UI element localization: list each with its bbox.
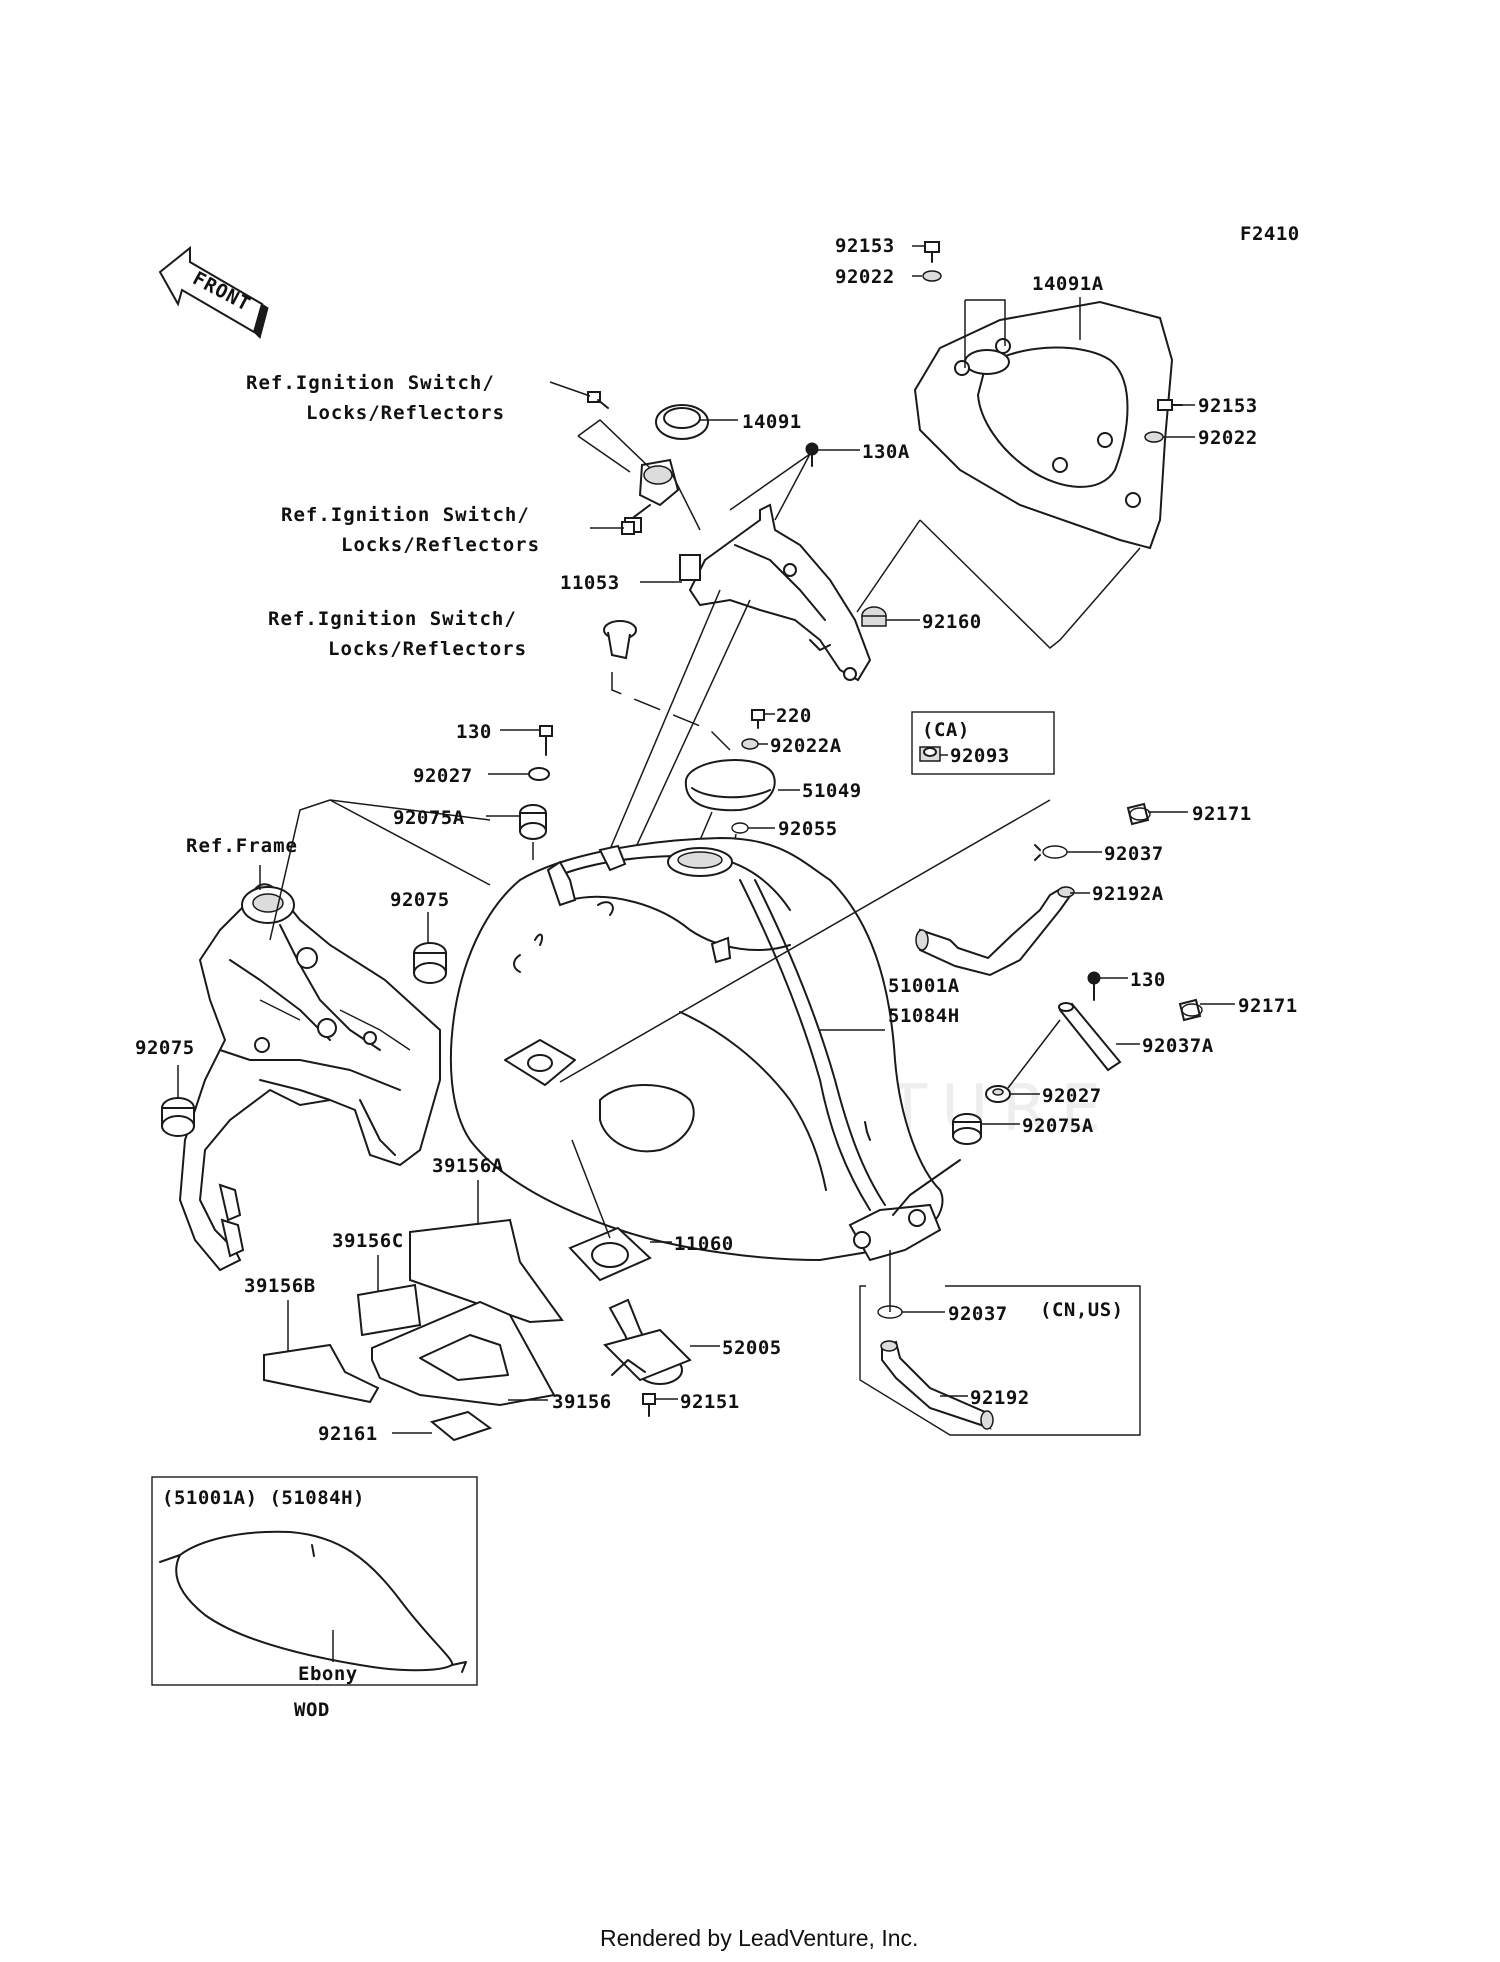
label-92027-right: 92027 <box>1042 1085 1102 1107</box>
damper-92075-mid-icon <box>413 942 447 984</box>
label-92161: 92161 <box>318 1423 378 1445</box>
label-14091: 14091 <box>742 411 802 433</box>
front-arrow-icon: FRONT <box>158 245 269 339</box>
label-92151: 92151 <box>680 1391 740 1413</box>
label-cn-us: (CN,US) <box>1040 1299 1124 1321</box>
label-14091A: 14091A <box>1032 273 1104 295</box>
pad-39156A <box>409 1218 564 1324</box>
bolt-130-right-icon <box>1087 971 1101 1001</box>
label-92022-right: 92022 <box>1198 427 1258 449</box>
label-92171-top: 92171 <box>1192 803 1252 825</box>
bracket-11053 <box>679 503 872 682</box>
nut-92093-icon <box>919 746 941 762</box>
label-52005: 52005 <box>722 1337 782 1359</box>
label-92037A: 92037A <box>1142 1035 1214 1057</box>
label-11060: 11060 <box>674 1233 734 1255</box>
ref-ignition-1-line2: Locks/Reflectors <box>306 402 505 424</box>
ca-variant-box <box>911 711 1055 775</box>
label-92192: 92192 <box>970 1387 1030 1409</box>
label-92055: 92055 <box>778 818 838 840</box>
label-92037-bottom: 92037 <box>948 1303 1008 1325</box>
label-11053: 11053 <box>560 572 620 594</box>
inset-tank-ebony <box>159 1530 467 1673</box>
ignition-switch-icon <box>624 458 680 533</box>
ref-ignition-1-line1: Ref.Ignition Switch/ <box>246 372 495 394</box>
tube-92037A <box>1058 1002 1122 1072</box>
label-51084H: 51084H <box>888 1005 960 1027</box>
pad-39156B <box>263 1343 380 1404</box>
label-92022A: 92022A <box>770 735 842 757</box>
inset-code-label: WOD <box>294 1699 330 1721</box>
label-39156B: 39156B <box>244 1275 316 1297</box>
label-ca: (CA) <box>922 719 970 741</box>
label-92093: 92093 <box>950 745 1010 767</box>
label-39156A: 39156A <box>432 1155 504 1177</box>
ref-ignition-3-line2: Locks/Reflectors <box>328 638 527 660</box>
ref-frame: Ref.Frame <box>186 835 298 857</box>
label-92075A-left: 92075A <box>393 807 465 829</box>
label-92027-left: 92027 <box>413 765 473 787</box>
ignition-cover-14091 <box>655 404 709 440</box>
washer-92022A-icon <box>741 738 759 750</box>
fuel-cap-51049 <box>684 759 776 812</box>
label-92075-mid: 92075 <box>390 889 450 911</box>
hose-92192 <box>880 1340 994 1430</box>
plug-icon <box>603 620 637 660</box>
bolt-130A-icon <box>805 442 819 467</box>
label-130A: 130A <box>862 441 910 463</box>
fuel-tank-51001A <box>449 836 961 1262</box>
pad-39156 <box>371 1300 556 1407</box>
pad-92161 <box>429 1410 493 1442</box>
label-92022-top: 92022 <box>835 266 895 288</box>
label-130-left: 130 <box>456 721 492 743</box>
cover-14091A <box>913 300 1174 550</box>
grommet-92160-icon <box>861 606 887 627</box>
footer-credit: Rendered by LeadVenture, Inc. <box>600 1925 918 1951</box>
collar-92027-right-icon <box>985 1085 1011 1103</box>
fuel-pump-52005 <box>603 1298 692 1385</box>
bolt-130-icon <box>539 725 553 756</box>
variant-inset-box <box>151 1476 478 1686</box>
label-92160: 92160 <box>922 611 982 633</box>
label-92192A: 92192A <box>1092 883 1164 905</box>
frame <box>178 883 441 1272</box>
damper-92075A-icon <box>519 804 547 840</box>
label-51001A: 51001A <box>888 975 960 997</box>
ref-ignition-2-line1: Ref.Ignition Switch/ <box>281 504 530 526</box>
label-92171-right: 92171 <box>1238 995 1298 1017</box>
label-39156: 39156 <box>552 1391 612 1413</box>
collar-92027-icon <box>528 767 550 781</box>
label-92153-right: 92153 <box>1198 395 1258 417</box>
ref-ignition-3-line1: Ref.Ignition Switch/ <box>268 608 517 630</box>
clip-92171-right-icon <box>1178 998 1203 1022</box>
figure-code: F2410 <box>1240 223 1300 245</box>
damper-92075A-right-icon <box>952 1113 982 1145</box>
inset-color-label: Ebony <box>298 1663 358 1685</box>
bolt-icon <box>1144 399 1183 443</box>
clip-92037-icon <box>1034 844 1068 861</box>
bolt-icon <box>587 391 609 409</box>
hose-92192A <box>915 886 1075 977</box>
label-220: 220 <box>776 705 812 727</box>
label-51049: 51049 <box>802 780 862 802</box>
label-92075A-right: 92075A <box>1022 1115 1094 1137</box>
gasket-11060 <box>568 1226 652 1282</box>
bolt-92151-icon <box>642 1393 656 1417</box>
inset-header: (51001A) (51084H) <box>162 1487 365 1509</box>
label-92075-left: 92075 <box>135 1037 195 1059</box>
clip-92171-icon <box>1126 802 1151 826</box>
label-130-right: 130 <box>1130 969 1166 991</box>
pad-39156C <box>356 1283 422 1337</box>
bolt-icon <box>922 241 942 282</box>
label-92153-top: 92153 <box>835 235 895 257</box>
ref-ignition-2-line2: Locks/Reflectors <box>341 534 540 556</box>
label-39156C: 39156C <box>332 1230 404 1252</box>
label-92037-top: 92037 <box>1104 843 1164 865</box>
damper-92075-left-icon <box>161 1097 195 1137</box>
o-ring-92055-icon <box>731 822 749 834</box>
bolt-220-icon <box>751 709 765 729</box>
